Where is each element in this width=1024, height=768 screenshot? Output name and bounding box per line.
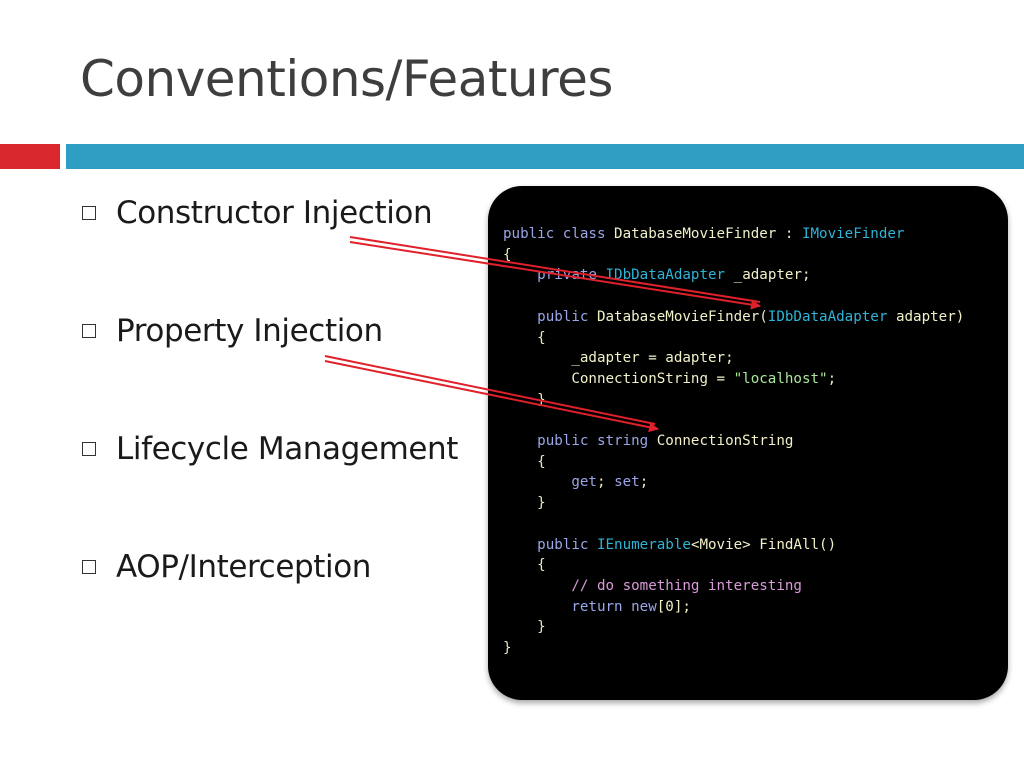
code-line: } xyxy=(503,495,546,512)
code-line: } xyxy=(503,619,546,636)
bullet-item: AOP/Interception xyxy=(82,544,458,590)
bullet-text: Lifecycle Management xyxy=(116,431,459,467)
code-line: public string ConnectionString xyxy=(537,433,794,450)
bullet-list: Constructor Injection Property Injection… xyxy=(82,190,458,662)
code-line: { xyxy=(503,329,546,346)
accent-bar-blue xyxy=(66,144,1024,169)
code-line: get; set; xyxy=(571,474,649,491)
code-block: public class DatabaseMovieFinder : IMovi… xyxy=(503,224,964,659)
bullet-box-icon xyxy=(82,324,96,338)
bullet-item: Lifecycle Management xyxy=(82,426,458,472)
code-line: { xyxy=(503,453,546,470)
bullet-text: AOP/Interception xyxy=(116,549,372,585)
bullet-item: Property Injection xyxy=(82,308,458,354)
accent-bar-red xyxy=(0,144,60,169)
slide-title: Conventions/Features xyxy=(80,50,613,108)
code-panel: public class DatabaseMovieFinder : IMovi… xyxy=(488,186,1008,700)
bullet-box-icon xyxy=(82,442,96,456)
code-line: { xyxy=(503,246,512,263)
code-line: private IDbDataAdapter _adapter; xyxy=(537,267,811,284)
code-line: return new[0]; xyxy=(571,598,691,615)
bullet-text: Constructor Injection xyxy=(116,195,433,231)
code-line: // do something interesting xyxy=(571,577,802,594)
code-line: { xyxy=(503,557,546,574)
code-line: } xyxy=(503,391,546,408)
code-line: } xyxy=(503,640,512,657)
code-line: ConnectionString = "localhost"; xyxy=(571,370,837,387)
code-line: _adapter = adapter; xyxy=(571,350,734,367)
code-line: public DatabaseMovieFinder(IDbDataAdapte… xyxy=(537,308,965,325)
bullet-box-icon xyxy=(82,560,96,574)
bullet-item: Constructor Injection xyxy=(82,190,458,236)
code-line: public IEnumerable<Movie> FindAll() xyxy=(537,536,837,553)
bullet-box-icon xyxy=(82,206,96,220)
bullet-text: Property Injection xyxy=(116,313,383,349)
code-line: public class DatabaseMovieFinder : IMovi… xyxy=(503,226,905,242)
